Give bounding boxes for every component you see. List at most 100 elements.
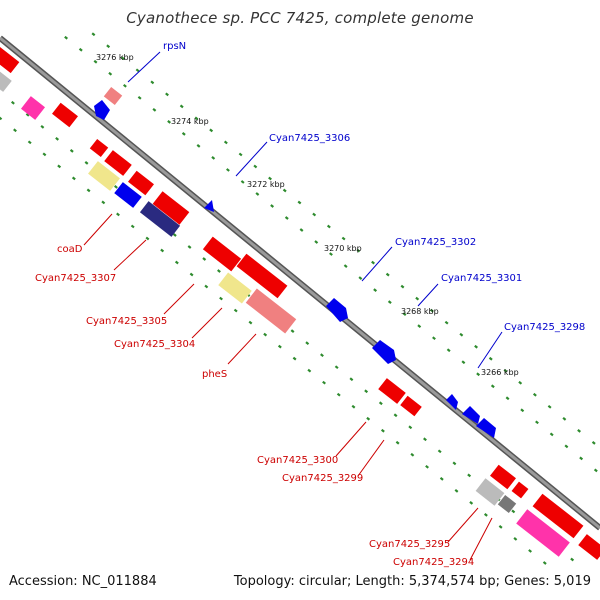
gene-feature[interactable]	[497, 494, 517, 514]
gene-feature[interactable]	[103, 86, 123, 106]
tick-dot	[378, 401, 383, 406]
tick-dot	[532, 392, 537, 397]
gene-feature[interactable]	[20, 96, 46, 120]
gene-feature[interactable]	[462, 406, 480, 424]
tick-label: 3266 kbp	[481, 368, 519, 377]
gene-label-cyan7425-3295[interactable]: Cyan7425_3295	[369, 539, 450, 550]
gene-feature[interactable]	[490, 464, 516, 490]
tick-dot	[194, 116, 199, 121]
tick-dot	[91, 32, 96, 37]
gene-label-cyan7425-3301[interactable]: Cyan7425_3301	[441, 273, 522, 284]
tick-dot	[461, 360, 466, 365]
tick-dot	[415, 296, 420, 301]
tick-dot	[101, 200, 106, 205]
tick-dot	[312, 212, 317, 217]
tick-dot	[408, 425, 413, 430]
tick-dot	[513, 537, 518, 541]
gene-label-cyan7425-3306[interactable]: Cyan7425_3306	[269, 133, 350, 144]
tick-dot	[528, 549, 532, 553]
gene-feature[interactable]	[152, 191, 190, 225]
gene-label-coaD[interactable]: coaD	[57, 244, 83, 255]
gene-label-cyan7425-3300[interactable]: Cyan7425_3300	[257, 455, 338, 466]
tick-label: 3268 kbp	[401, 307, 439, 316]
tick-dot	[238, 152, 243, 157]
gene-feature[interactable]	[128, 170, 154, 196]
tick-dot	[429, 308, 434, 313]
gene-feature[interactable]	[516, 509, 570, 557]
tick-dot	[307, 368, 312, 373]
tick-dot	[402, 312, 407, 317]
gene-feature[interactable]	[446, 394, 458, 410]
tick-dot	[71, 176, 76, 181]
tick-dot	[351, 404, 356, 409]
tick-dot	[40, 124, 45, 129]
reverse-gene-labels: coaD Cyan7425_3307 Cyan7425_3305 Cyan742…	[35, 213, 493, 568]
tick-dot	[226, 168, 230, 172]
tick-dot	[570, 557, 575, 562]
tick-dot	[181, 132, 186, 136]
tick-dot	[505, 396, 510, 401]
gene-feature[interactable]	[114, 182, 142, 208]
tick-dot	[356, 248, 361, 253]
tick-dot	[84, 161, 89, 165]
genome-backbone	[0, 35, 600, 531]
tick-dot	[196, 144, 201, 148]
gene-feature[interactable]	[89, 138, 109, 158]
gene-feature[interactable]	[578, 534, 600, 560]
gene-label-cyan7425-3307[interactable]: Cyan7425_3307	[35, 273, 116, 284]
gene-label-cyan7425-3299[interactable]: Cyan7425_3299	[282, 473, 363, 484]
tick-dot	[255, 192, 260, 196]
tick-dot	[10, 100, 15, 105]
tick-dot	[189, 272, 194, 277]
tick-dot	[336, 392, 341, 397]
tick-dot	[174, 260, 179, 265]
gene-feature[interactable]	[104, 150, 132, 176]
tick-dot	[591, 441, 596, 445]
gene-feature[interactable]	[378, 378, 406, 404]
gene-feature[interactable]	[532, 493, 584, 539]
tick-dot	[0, 116, 3, 121]
tick-dot	[167, 119, 172, 124]
tick-dot	[593, 468, 598, 473]
gene-feature[interactable]	[204, 200, 214, 212]
gene-feature[interactable]	[94, 100, 110, 120]
gene-feature[interactable]	[88, 161, 120, 191]
tick-dot	[387, 300, 392, 304]
tick-dot	[425, 464, 429, 469]
tick-dot	[469, 500, 474, 505]
gene-label-cyan7425-3294[interactable]: Cyan7425_3294	[393, 557, 474, 568]
gene-feature[interactable]	[476, 418, 496, 438]
tick-dot	[432, 336, 436, 341]
gene-label-rpsN[interactable]: rpsN	[163, 41, 186, 52]
tick-dot	[172, 233, 177, 237]
gene-feature[interactable]	[400, 395, 422, 417]
tick-dot	[57, 164, 62, 169]
tick-dot	[122, 83, 127, 88]
gene-feature[interactable]	[202, 236, 242, 272]
gene-feature[interactable]	[245, 288, 297, 334]
tick-dot	[329, 252, 333, 256]
tick-dot	[27, 140, 32, 145]
tick-dot	[518, 380, 523, 385]
tick-dot	[282, 188, 287, 193]
gene-feature[interactable]	[236, 253, 288, 299]
gene-feature[interactable]	[326, 298, 348, 322]
gene-label-cyan7425-3298[interactable]: Cyan7425_3298	[504, 322, 585, 333]
tick-label: 3276 kbp	[96, 53, 134, 62]
tick-dot	[476, 372, 481, 377]
gene-feature[interactable]	[218, 272, 252, 304]
tick-dot	[268, 176, 272, 181]
gene-label-cyan7425-3302[interactable]: Cyan7425_3302	[395, 237, 476, 248]
gene-feature[interactable]	[52, 102, 78, 128]
gene-feature[interactable]	[0, 44, 20, 74]
gene-label-cyan7425-3305[interactable]: Cyan7425_3305	[86, 316, 167, 327]
gene-feature[interactable]	[139, 201, 181, 237]
gene-feature[interactable]	[0, 66, 12, 92]
gene-label-cyan7425-3304[interactable]: Cyan7425_3304	[114, 339, 195, 350]
tick-dot	[320, 353, 324, 358]
gene-label-pheS[interactable]: pheS	[202, 369, 227, 380]
tick-dot	[305, 341, 310, 346]
gene-feature[interactable]	[372, 340, 396, 364]
gene-feature[interactable]	[475, 478, 505, 506]
gene-feature[interactable]	[511, 481, 529, 499]
